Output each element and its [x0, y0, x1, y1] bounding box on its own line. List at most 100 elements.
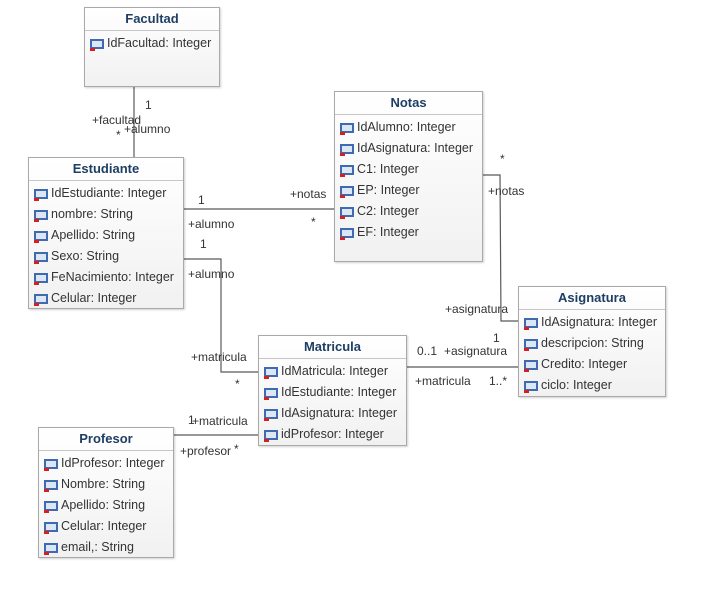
attribute-icon [44, 521, 58, 534]
class-title: Facultad [85, 8, 219, 31]
multiplicity-label: 1 [198, 193, 205, 207]
multiplicity-label: 1..* [489, 374, 508, 388]
attribute-icon [44, 500, 58, 513]
multiplicity-label: * [116, 128, 121, 142]
attribute-icon [34, 188, 48, 201]
attribute-text: IdEstudiante: Integer [281, 385, 397, 399]
attribute-icon [34, 293, 48, 306]
role-label: +asignatura [445, 302, 509, 316]
attribute-row[interactable]: IdAlumno: Integer [335, 117, 482, 138]
attribute-text: Celular: Integer [61, 519, 147, 533]
attribute-row[interactable]: descripcion: String [519, 333, 665, 354]
attribute-row[interactable]: IdProfesor: Integer [39, 453, 173, 474]
attribute-row[interactable]: EP: Integer [335, 180, 482, 201]
attribute-text: IdAsignatura: Integer [357, 141, 474, 155]
attribute-icon [264, 408, 278, 421]
attribute-text: IdEstudiante: Integer [51, 186, 167, 200]
attribute-icon [34, 272, 48, 285]
attribute-row[interactable]: C2: Integer [335, 201, 482, 222]
attribute-icon [340, 122, 354, 135]
attribute-text: Apellido: String [61, 498, 146, 512]
multiplicity-label: 1 [145, 98, 152, 112]
role-label: +alumno [188, 217, 235, 231]
class-matricula[interactable]: Matricula IdMatricula: Integer IdEstudia… [258, 335, 407, 446]
attribute-row[interactable]: email,: String [39, 537, 173, 558]
attribute-row[interactable]: IdAsignatura: Integer [335, 138, 482, 159]
class-facultad[interactable]: Facultad IdFacultad: Integer [84, 7, 220, 87]
attribute-icon [340, 185, 354, 198]
role-label: +alumno [188, 267, 235, 281]
attribute-text: nombre: String [51, 207, 133, 221]
attribute-icon [44, 458, 58, 471]
attribute-icon [44, 479, 58, 492]
attribute-row[interactable]: C1: Integer [335, 159, 482, 180]
attribute-row[interactable]: idProfesor: Integer [259, 424, 406, 445]
attribute-icon [90, 38, 104, 51]
role-label: +alumno [124, 122, 171, 136]
attribute-row[interactable]: Nombre: String [39, 474, 173, 495]
class-notas[interactable]: Notas IdAlumno: Integer IdAsignatura: In… [334, 91, 483, 262]
attribute-row[interactable]: Celular: Integer [29, 288, 183, 309]
attribute-icon [264, 366, 278, 379]
attribute-icon [264, 429, 278, 442]
assoc-notas-asignatura [483, 174, 519, 322]
class-estudiante[interactable]: Estudiante IdEstudiante: Integer nombre:… [28, 157, 184, 309]
attribute-icon [524, 317, 538, 330]
multiplicity-label: 0..1 [417, 344, 438, 358]
attribute-text: C2: Integer [357, 204, 419, 218]
attribute-row[interactable]: IdAsignatura: Integer [519, 312, 665, 333]
attribute-row[interactable]: Apellido: String [29, 225, 183, 246]
attribute-row[interactable]: IdEstudiante: Integer [259, 382, 406, 403]
attribute-icon [524, 338, 538, 351]
attribute-text: idProfesor: Integer [281, 427, 384, 441]
attribute-text: IdAlumno: Integer [357, 120, 456, 134]
role-label: +matricula [191, 350, 247, 364]
attribute-row[interactable]: Celular: Integer [39, 516, 173, 537]
attribute-icon [34, 230, 48, 243]
attribute-icon [524, 359, 538, 372]
attribute-row[interactable]: nombre: String [29, 204, 183, 225]
multiplicity-label: * [235, 377, 240, 391]
attribute-icon [34, 209, 48, 222]
multiplicity-label: * [500, 152, 505, 166]
attribute-text: IdFacultad: Integer [107, 36, 212, 50]
role-label: +profesor [180, 444, 232, 458]
class-profesor[interactable]: Profesor IdProfesor: Integer Nombre: Str… [38, 427, 174, 558]
attribute-icon [524, 380, 538, 393]
role-label: +facultad [92, 113, 142, 127]
attribute-text: IdMatricula: Integer [281, 364, 388, 378]
role-label: +matricula [415, 374, 471, 388]
attribute-text: Credito: Integer [541, 357, 628, 371]
attribute-text: IdProfesor: Integer [61, 456, 165, 470]
attribute-row[interactable]: IdMatricula: Integer [259, 361, 406, 382]
attribute-text: IdAsignatura: Integer [541, 315, 658, 329]
attribute-text: email,: String [61, 540, 134, 554]
attribute-row[interactable]: IdFacultad: Integer [85, 33, 219, 54]
attribute-row[interactable]: Apellido: String [39, 495, 173, 516]
assoc-estudiante-matricula [184, 258, 259, 373]
attribute-row[interactable]: Credito: Integer [519, 354, 665, 375]
attribute-text: Nombre: String [61, 477, 146, 491]
attribute-icon [340, 143, 354, 156]
attribute-icon [44, 542, 58, 555]
attribute-row[interactable]: FeNacimiento: Integer [29, 267, 183, 288]
multiplicity-label: 1 [493, 331, 500, 345]
class-title: Notas [335, 92, 482, 115]
class-title: Estudiante [29, 158, 183, 181]
attribute-icon [340, 206, 354, 219]
attribute-icon [340, 164, 354, 177]
class-title: Asignatura [519, 287, 665, 310]
attribute-row[interactable]: IdEstudiante: Integer [29, 183, 183, 204]
attribute-text: C1: Integer [357, 162, 419, 176]
attribute-row[interactable]: Sexo: String [29, 246, 183, 267]
attribute-text: Apellido: String [51, 228, 136, 242]
attribute-row[interactable]: IdAsignatura: Integer [259, 403, 406, 424]
class-asignatura[interactable]: Asignatura IdAsignatura: Integer descrip… [518, 286, 666, 397]
role-label: +notas [290, 187, 327, 201]
attribute-row[interactable]: ciclo: Integer [519, 375, 665, 396]
attribute-row[interactable]: EF: Integer [335, 222, 482, 243]
multiplicity-label: 1 [200, 237, 207, 251]
attribute-text: FeNacimiento: Integer [51, 270, 174, 284]
